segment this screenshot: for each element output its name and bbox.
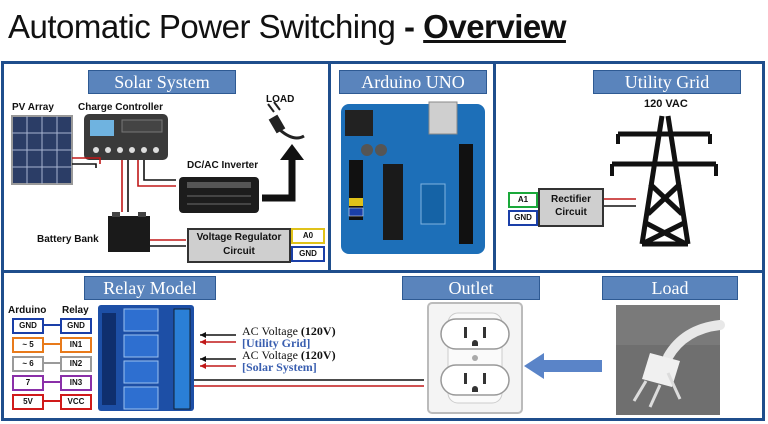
pin-a0: A0 — [291, 228, 325, 244]
arduino-pin: 7 — [12, 375, 44, 391]
pin-gnd-solar: GND — [291, 246, 325, 262]
outlet-header: Outlet — [402, 276, 540, 300]
ac-utility-source: [Utility Grid] — [242, 336, 311, 350]
relay-pin: IN1 — [60, 337, 92, 353]
load-plug-photo — [616, 305, 725, 415]
relay-graphics — [98, 302, 725, 415]
inverter-icon — [179, 177, 259, 213]
relay-pin: IN3 — [60, 375, 92, 391]
pin-gnd-grid: GND — [508, 210, 538, 226]
ac-utility-label: AC Voltage — [242, 324, 298, 338]
battery-icon — [108, 212, 150, 252]
ac-solar-arrows — [200, 356, 236, 369]
ac-utility-arrows — [200, 332, 236, 345]
load-to-outlet-arrow — [524, 353, 602, 379]
bottom-panel: Relay Model Outlet Load Arduino Relay GN… — [4, 273, 762, 418]
outlet-icon — [427, 302, 523, 414]
utility-grid-panel: Utility Grid 120 VAC Rectifier Circuit A… — [496, 64, 762, 270]
ac-utility-line: AC Voltage (120V) — [242, 324, 336, 339]
voltage-regulator-label: Voltage Regulator Circuit — [196, 232, 282, 257]
arduino-pin: ~ 6 — [12, 356, 44, 372]
pin-a1: A1 — [508, 192, 538, 208]
title-main: Automatic Power Switching — [8, 8, 396, 45]
pv-array-label: PV Array — [12, 102, 54, 113]
relay-pin: VCC — [60, 394, 92, 410]
charge-controller-icon — [84, 114, 168, 160]
relay-column-label: Relay — [62, 305, 89, 316]
rectifier-label: Rectifier Circuit — [550, 194, 591, 218]
voltage-regulator-box: Voltage Regulator Circuit — [187, 228, 291, 263]
relay-board-icon — [98, 305, 194, 411]
arduino-pin: 5V — [12, 394, 44, 410]
arduino-pin: GND — [12, 318, 44, 334]
rectifier-box: Rectifier Circuit — [538, 188, 604, 227]
page-title: Automatic Power Switching - Overview — [8, 8, 566, 46]
relay-pin: IN2 — [60, 356, 92, 372]
ac-solar-line: AC Voltage (120V) — [242, 348, 336, 363]
title-separator: - — [395, 8, 424, 45]
charge-controller-label: Charge Controller — [78, 102, 164, 113]
arduino-pin: ~ 5 — [12, 337, 44, 353]
load-plug-icon — [267, 101, 305, 140]
pv-array-icon — [11, 115, 73, 185]
ac-utility-value: (120V) — [300, 324, 336, 338]
arduino-column-label: Arduino — [8, 305, 47, 316]
solar-system-panel: Solar System PV Array Charge Controller … — [4, 64, 328, 270]
arduino-board-graphic — [341, 101, 485, 254]
load-header: Load — [602, 276, 738, 300]
load-label: LOAD — [266, 94, 295, 105]
ac-solar-value: (120V) — [300, 348, 336, 362]
relay-pin: GND — [60, 318, 92, 334]
relay-model-header: Relay Model — [84, 276, 216, 300]
solar-system-header: Solar System — [88, 70, 236, 94]
transmission-tower-icon — [602, 115, 718, 247]
solar-system-graphics — [11, 101, 305, 252]
ac-solar-source: [Solar System] — [242, 360, 317, 374]
inverter-label: DC/AC Inverter — [187, 160, 259, 171]
utility-grid-header: Utility Grid — [593, 70, 741, 94]
title-subtitle: Overview — [423, 8, 566, 45]
arduino-header: Arduino UNO — [339, 70, 487, 94]
ac-solar-label: AC Voltage — [242, 348, 298, 362]
diagram-frame: Solar System PV Array Charge Controller … — [1, 61, 765, 421]
grid-voltage-label: 120 VAC — [644, 98, 688, 110]
battery-bank-label: Battery Bank — [37, 234, 99, 245]
arduino-panel: Arduino UNO — [331, 64, 493, 270]
